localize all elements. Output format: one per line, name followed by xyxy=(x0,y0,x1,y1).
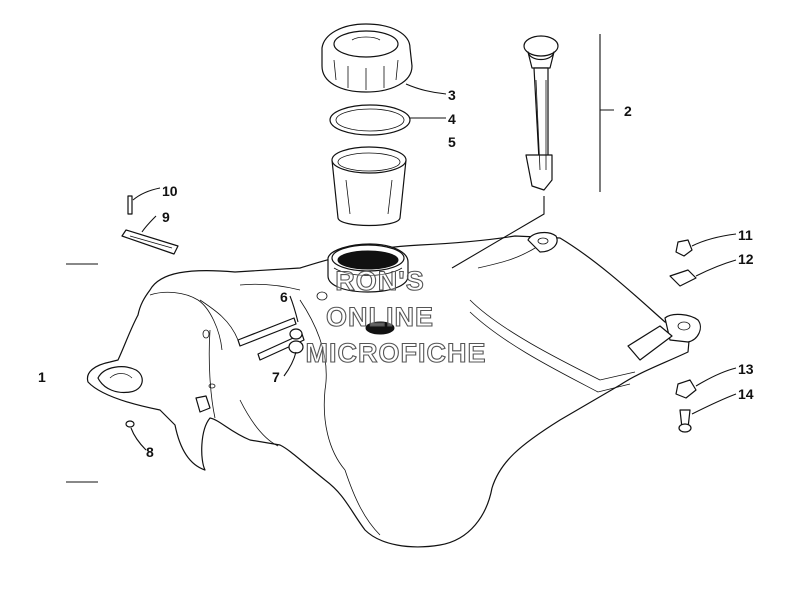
watermark-line-1: RON'S xyxy=(335,266,424,296)
callout-6: 6 xyxy=(280,289,288,305)
fuel-gauge-sender xyxy=(451,35,559,269)
callout-8: 8 xyxy=(146,444,154,460)
callout-12: 12 xyxy=(738,251,754,267)
callout-9: 9 xyxy=(162,209,170,225)
callout-14: 14 xyxy=(738,386,754,402)
nut-13 xyxy=(675,379,697,399)
watermark-line-3: MICROFICHE xyxy=(306,338,487,368)
callout-labels: 1 2 3 4 5 6 7 8 9 10 11 12 13 14 xyxy=(38,87,754,460)
callout-10: 10 xyxy=(162,183,178,199)
fuel-tank xyxy=(86,231,701,548)
bolt-7 xyxy=(257,328,305,361)
watermark: RON'S ONLINE MICROFICHE xyxy=(305,265,487,368)
cap-gasket xyxy=(329,104,411,136)
watermark-line-2: ONLINE xyxy=(326,302,434,332)
fuel-cap xyxy=(321,23,413,93)
leader-lines xyxy=(66,34,737,483)
callout-2: 2 xyxy=(624,103,632,119)
callout-4: 4 xyxy=(448,111,456,127)
washer-8 xyxy=(125,420,135,428)
washer-12 xyxy=(669,269,697,287)
callout-5: 5 xyxy=(448,134,456,150)
callout-1: 1 xyxy=(38,369,46,385)
strap-9 xyxy=(121,229,179,255)
callout-3: 3 xyxy=(448,87,456,103)
screw-10 xyxy=(127,195,133,215)
filler-strainer xyxy=(331,146,407,227)
nut-11 xyxy=(675,239,693,257)
callout-7: 7 xyxy=(272,369,280,385)
bolt-14 xyxy=(678,409,692,433)
callout-13: 13 xyxy=(738,361,754,377)
bolt-6 xyxy=(237,317,297,347)
callout-11: 11 xyxy=(738,227,753,243)
